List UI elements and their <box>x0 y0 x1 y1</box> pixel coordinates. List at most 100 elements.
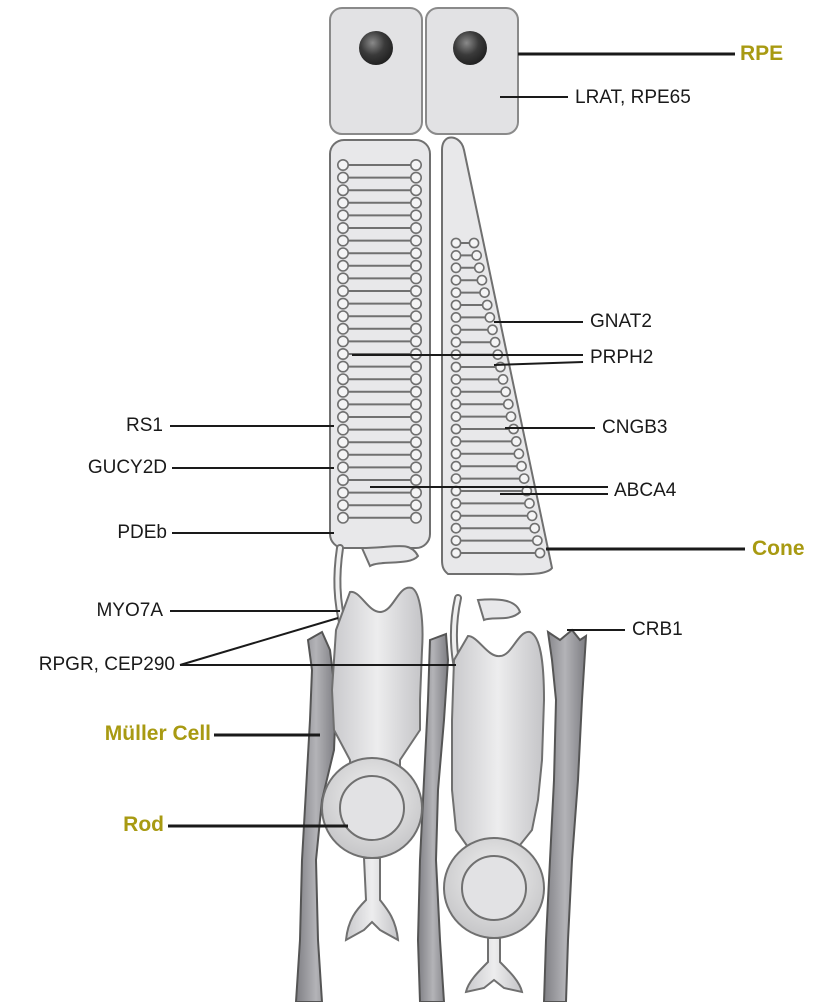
disc-rim <box>451 387 460 396</box>
disc-rim <box>451 449 460 458</box>
disc-rim <box>338 374 348 384</box>
disc-rim <box>338 513 348 523</box>
disc-rim <box>338 160 348 170</box>
disc-rim <box>411 160 421 170</box>
disc-rim <box>411 273 421 283</box>
disc-rim <box>338 235 348 245</box>
disc-rim <box>411 487 421 497</box>
disc-rim <box>411 462 421 472</box>
disc-rim <box>338 387 348 397</box>
disc-rim <box>411 172 421 182</box>
cone-inner-segment <box>452 632 544 850</box>
disc-rim <box>338 450 348 460</box>
rpe-cells <box>330 8 518 134</box>
disc-rim <box>501 387 510 396</box>
disc-rim <box>338 437 348 447</box>
disc-rim <box>451 536 460 545</box>
disc-rim <box>451 462 460 471</box>
disc-rim <box>535 548 544 557</box>
disc-rim <box>451 511 460 520</box>
disc-rim <box>451 437 460 446</box>
label-rs1: RS1 <box>126 415 163 437</box>
disc-rim <box>411 387 421 397</box>
disc-rim <box>411 450 421 460</box>
label-gnat2: GNAT2 <box>590 311 652 333</box>
disc-rim <box>411 513 421 523</box>
disc-rim <box>517 462 526 471</box>
disc-rim <box>451 325 460 334</box>
disc-rim <box>411 437 421 447</box>
disc-rim <box>411 399 421 409</box>
disc-rim <box>338 462 348 472</box>
label-cngb3: CNGB3 <box>602 417 667 439</box>
disc-rim <box>451 288 460 297</box>
disc-rim <box>411 261 421 271</box>
disc-rim <box>480 288 489 297</box>
disc-rim <box>506 412 515 421</box>
disc-rim <box>338 399 348 409</box>
disc-rim <box>411 286 421 296</box>
disc-rim <box>451 276 460 285</box>
label-muller-cell: Müller Cell <box>105 723 211 745</box>
disc-rim <box>451 300 460 309</box>
disc-rim <box>411 210 421 220</box>
disc-rim <box>525 499 534 508</box>
disc-rim <box>338 172 348 182</box>
disc-rim <box>451 499 460 508</box>
disc-rim <box>411 235 421 245</box>
disc-rim <box>411 298 421 308</box>
label-rpe: RPE <box>740 43 783 65</box>
disc-rim <box>411 374 421 384</box>
disc-rim <box>451 424 460 433</box>
label-prph2: PRPH2 <box>590 347 653 369</box>
disc-rim <box>451 362 460 371</box>
rpe-nucleus-left <box>359 31 393 65</box>
rod-photoreceptor <box>322 140 430 940</box>
disc-rim <box>475 263 484 272</box>
disc-rim <box>411 185 421 195</box>
disc-rim <box>338 500 348 510</box>
disc-rim <box>469 238 478 247</box>
disc-rim <box>411 336 421 346</box>
disc-rim <box>520 474 529 483</box>
label-rpgr-cep290: RPGR, CEP290 <box>39 654 175 676</box>
rod-inner-segment <box>332 588 423 780</box>
disc-rim <box>451 338 460 347</box>
disc-rim <box>451 251 460 260</box>
disc-rim <box>477 276 486 285</box>
disc-rim <box>338 361 348 371</box>
rod-synapse <box>346 858 398 940</box>
disc-rim <box>504 400 513 409</box>
disc-rim <box>491 338 500 347</box>
disc-rim <box>485 313 494 322</box>
disc-rim <box>338 324 348 334</box>
disc-rim <box>512 437 521 446</box>
label-gucy2d: GUCY2D <box>88 457 167 479</box>
disc-rim <box>338 412 348 422</box>
disc-rim <box>338 185 348 195</box>
disc-rim <box>338 223 348 233</box>
disc-rim <box>451 313 460 322</box>
disc-rim <box>411 223 421 233</box>
cone-photoreceptor <box>442 138 552 993</box>
disc-rim <box>338 286 348 296</box>
disc-rim <box>451 263 460 272</box>
disc-rim <box>411 424 421 434</box>
disc-rim <box>451 375 460 384</box>
disc-rim <box>338 311 348 321</box>
disc-rim <box>411 500 421 510</box>
disc-rim <box>451 400 460 409</box>
cone-synapse <box>466 938 522 992</box>
disc-rim <box>338 273 348 283</box>
disc-rim <box>488 325 497 334</box>
disc-rim <box>472 251 481 260</box>
disc-rim <box>411 475 421 485</box>
disc-rim <box>451 524 460 533</box>
disc-rim <box>451 238 460 247</box>
rpe-nucleus-right <box>453 31 487 65</box>
disc-rim <box>451 412 460 421</box>
label-myo7a: MYO7A <box>96 600 163 622</box>
disc-rim <box>451 474 460 483</box>
disc-rim <box>451 548 460 557</box>
